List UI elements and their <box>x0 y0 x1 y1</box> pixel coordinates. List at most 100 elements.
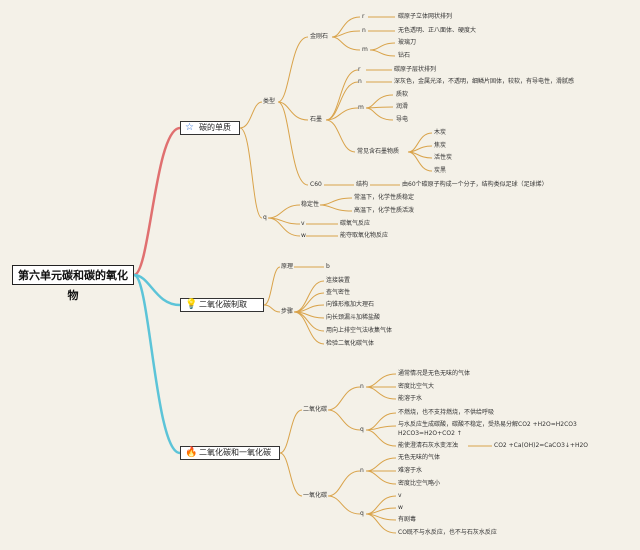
edge-co2-q <box>327 409 361 431</box>
root-node[interactable]: 第六单元碳和碳的氧化物 <box>12 265 134 302</box>
star-icon: ☆ <box>185 122 194 133</box>
branch-carbon-elements[interactable]: ☆ 碳的单质 <box>180 121 240 135</box>
edge-co2-q3 <box>365 429 397 447</box>
node-steps[interactable]: 步骤 <box>281 308 294 315</box>
node-co2-q-3-eq[interactable]: CO2 +Ca(OH)2=CaCO3↓+H2O <box>494 442 588 449</box>
node-co2-q-2[interactable]: 与水反应生成碳酸，碳酸不稳定，受热易分解CO2 +H2O=H2CO3 <box>398 421 577 428</box>
node-sm-r[interactable]: r <box>358 66 361 73</box>
node-jgs-m-1[interactable]: 玻璃刀 <box>398 39 417 46</box>
branch-co2-preparation[interactable]: 💡 二氧化碳制取 <box>180 298 264 312</box>
fire-icon: 🔥 <box>185 447 198 458</box>
node-co2-q-2b[interactable]: H2CO3=H2O+CO2 ↑ <box>398 430 462 437</box>
node-sm-m-3[interactable]: 导电 <box>396 116 409 123</box>
node-sm-m-2[interactable]: 润滑 <box>396 103 409 110</box>
edge-co2-n1 <box>365 373 397 388</box>
node-jgs-r[interactable]: r <box>362 13 365 20</box>
node-jgs-n[interactable]: n <box>362 27 366 34</box>
node-stability[interactable]: 稳定性 <box>301 201 320 208</box>
node-principle[interactable]: 原理 <box>281 263 294 270</box>
node-co-q-1[interactable]: v <box>398 492 402 499</box>
edge-q-w <box>267 217 301 237</box>
branch-co2-and-co[interactable]: 🔥 二氧化碳和一氧化碳 <box>180 446 280 460</box>
node-w-text[interactable]: 能夺取氧化物反应 <box>340 232 389 239</box>
node-shimo[interactable]: 石墨 <box>310 116 323 123</box>
node-v-text[interactable]: 碳氧气反应 <box>340 220 371 227</box>
node-co[interactable]: 一氧化碳 <box>303 492 328 499</box>
edge-co-n3 <box>365 470 397 485</box>
branch-label: 碳的单质 <box>199 123 231 132</box>
node-co-q[interactable]: q <box>360 510 364 517</box>
edge-co2-n3 <box>365 386 397 400</box>
node-jgs-m[interactable]: m <box>362 46 368 53</box>
node-co-n-1[interactable]: 无色无味的气体 <box>398 454 441 461</box>
node-common-4[interactable]: 炭黑 <box>434 167 447 174</box>
node-co-n[interactable]: n <box>360 467 364 474</box>
edge-co2-n <box>327 386 361 411</box>
node-jgs-n-text[interactable]: 无色透明、正八面体、硬度大 <box>398 27 477 34</box>
node-co2[interactable]: 二氧化碳 <box>303 406 328 413</box>
node-stab-2[interactable]: 高温下，化学性质活泼 <box>354 207 415 214</box>
node-co-q-4[interactable]: CO既不与水反应，也不与石灰水反应 <box>398 529 497 536</box>
edge-b2-principle <box>263 266 281 306</box>
node-jgs-m-2[interactable]: 钻石 <box>398 52 411 59</box>
edge-jgs-m2 <box>369 49 396 57</box>
node-c60[interactable]: C60 <box>310 181 322 188</box>
branch-label: 二氧化碳制取 <box>199 300 247 309</box>
node-co2-q-3[interactable]: 能使澄清石灰水变浑浊 <box>398 442 459 449</box>
node-c60-struct[interactable]: 结构 <box>356 181 369 188</box>
edge-b3-co2 <box>279 409 303 454</box>
node-co2-n[interactable]: n <box>360 383 364 390</box>
edge-b1-leixing <box>239 101 263 129</box>
node-co-n-2[interactable]: 难溶于水 <box>398 467 423 474</box>
node-q[interactable]: q <box>263 214 267 221</box>
node-common-1[interactable]: 木炭 <box>434 129 447 136</box>
node-sm-m-1[interactable]: 质软 <box>396 91 409 98</box>
node-leixing[interactable]: 类型 <box>263 98 276 105</box>
edge-q-stab <box>267 204 301 219</box>
edge-jgs-m <box>331 36 361 51</box>
node-co2-q-1[interactable]: 不燃烧，也不支持燃烧，不供给呼吸 <box>398 409 495 416</box>
node-w[interactable]: w <box>301 232 306 239</box>
node-v[interactable]: v <box>301 220 305 227</box>
node-step-6[interactable]: 检验二氧化碳气体 <box>326 340 375 347</box>
lightbulb-icon: 💡 <box>185 299 198 310</box>
node-sm-n[interactable]: n <box>358 78 362 85</box>
edge-leixing-jgs <box>277 36 309 103</box>
node-co-q-3[interactable]: 有剧毒 <box>398 516 417 523</box>
node-principle-b[interactable]: b <box>326 263 330 270</box>
edge-co-q1 <box>365 495 397 515</box>
node-stab-1[interactable]: 常温下，化学性质稳定 <box>354 194 415 201</box>
node-common-2[interactable]: 焦炭 <box>434 142 447 149</box>
node-step-2[interactable]: 查气密性 <box>326 289 351 296</box>
edge-co-n1 <box>365 457 397 472</box>
node-co2-n-3[interactable]: 能溶于水 <box>398 395 423 402</box>
node-sm-n-text[interactable]: 深灰色，金属光泽，不透明，细鳞片固体，较软，有导电性，滑腻感 <box>394 78 575 85</box>
node-sm-m[interactable]: m <box>358 104 364 111</box>
node-step-4[interactable]: 向长颈漏斗加稀盐酸 <box>326 314 381 321</box>
node-co2-n-1[interactable]: 通常情况是无色无味的气体 <box>398 370 471 377</box>
edge-common-1 <box>407 132 433 153</box>
node-co2-n-2[interactable]: 密度比空气大 <box>398 383 435 390</box>
edge-b2-steps <box>263 304 281 313</box>
node-co-n-3[interactable]: 密度比空气略小 <box>398 480 441 487</box>
node-jingangshi[interactable]: 金刚石 <box>310 33 329 40</box>
node-step-1[interactable]: 连接装置 <box>326 277 351 284</box>
edge-common-4 <box>407 151 433 172</box>
edge-b3-co <box>279 452 303 497</box>
node-common-3[interactable]: 活性炭 <box>434 154 453 161</box>
node-common[interactable]: 常见含石墨物质 <box>357 148 400 155</box>
node-sm-r-text[interactable]: 碳原子层状排列 <box>394 66 437 73</box>
node-jgs-r-text[interactable]: 碳原子立体网状排列 <box>398 13 453 20</box>
node-co2-q[interactable]: q <box>360 426 364 433</box>
node-step-5[interactable]: 用向上排空气法收集气体 <box>326 327 393 334</box>
edge-jgs-r <box>331 16 361 38</box>
edge-steps-6 <box>293 311 325 345</box>
node-step-3[interactable]: 向锥形瓶加大理石 <box>326 301 375 308</box>
edge-co-q2 <box>365 507 397 515</box>
edge-jgs-n <box>331 30 361 38</box>
node-c60-struct-text[interactable]: 由60个碳原子构成一个分子，结构类似足球（足球烯） <box>402 181 548 188</box>
edge-co2-q2 <box>365 425 397 431</box>
edge-sm-m <box>325 107 359 121</box>
node-co-q-2[interactable]: w <box>398 504 403 511</box>
edge-sm-m3 <box>365 107 394 121</box>
